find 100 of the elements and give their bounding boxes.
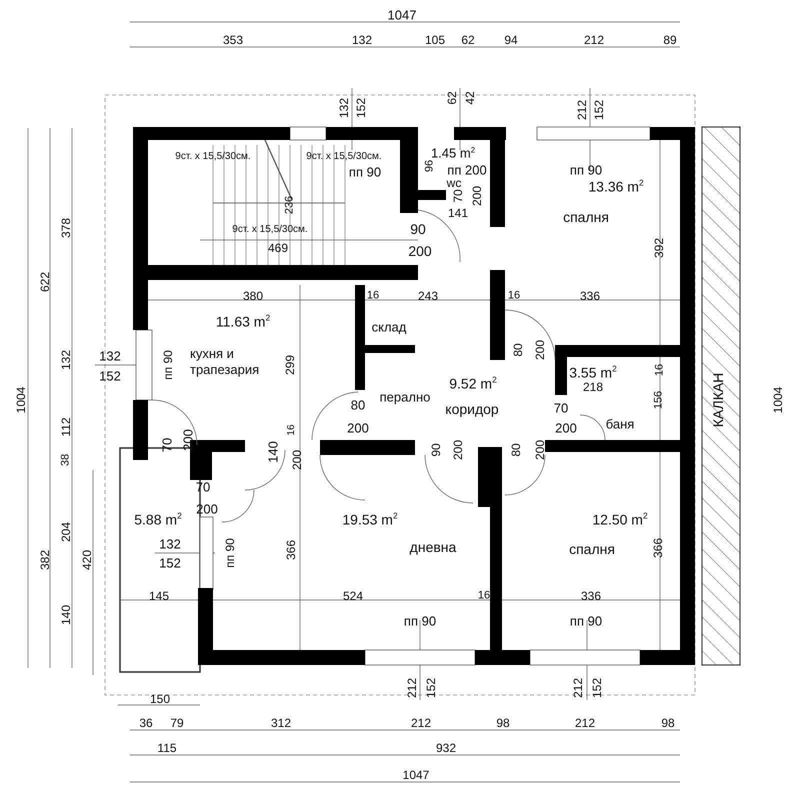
dimension-label: 79: [170, 717, 184, 729]
opening-label: 90: [430, 443, 442, 457]
dimension-label: 16: [287, 424, 297, 436]
stair-note: 9ст. х 15,5/30см.: [175, 152, 251, 162]
dimension-label: 98: [661, 717, 675, 729]
opening-label: пп 90: [224, 538, 236, 568]
dimension-label: 378: [60, 218, 72, 238]
opening-label: пп 200: [447, 164, 487, 176]
opening-label: 200: [555, 422, 577, 434]
dimension-label: 336: [580, 590, 602, 602]
dimension-label: 204: [60, 522, 72, 542]
dimension-label: 105: [424, 34, 446, 46]
area-label: 19.53 m$^{2}$: [342, 512, 398, 526]
opening-label: пп 90: [570, 614, 602, 628]
dimension-label: 243: [418, 290, 438, 302]
opening-label: 80: [510, 443, 522, 457]
room-name: кухня и трапезария: [190, 346, 260, 378]
opening-label: 70: [554, 402, 568, 414]
room-name: спалня: [569, 542, 615, 556]
dimension-label: 156: [654, 390, 664, 410]
room-name: склад: [372, 320, 406, 334]
opening-label: 42: [464, 91, 476, 105]
opening-label: 70: [160, 438, 174, 452]
dimension-label: 524: [342, 590, 364, 602]
dimension-label: 212: [410, 717, 432, 729]
stair-note: 9ст. х 15,5/30см.: [306, 152, 382, 162]
dimension-label: 38: [60, 454, 72, 466]
dimension-label: 140: [60, 604, 72, 626]
dimension-label: 1004: [772, 386, 784, 414]
opening-label: 212: [576, 100, 588, 120]
opening-label: 152: [355, 98, 367, 118]
opening-label: 212: [406, 678, 418, 698]
dimension-label: 353: [222, 34, 244, 46]
area-label: 1.45 m$^{2}$: [430, 146, 476, 160]
opening-label: 200: [452, 440, 464, 460]
dimension-label: 150: [150, 693, 170, 705]
opening-label: 90: [410, 222, 426, 236]
opening-label: 152: [593, 100, 605, 120]
opening-label: 200: [534, 340, 546, 360]
dimension-label: 299: [284, 354, 296, 376]
opening-label: 212: [572, 678, 584, 698]
dimension-label: 1047: [388, 8, 416, 22]
opening-label: 152: [159, 556, 181, 570]
opening-label: пп 90: [162, 350, 174, 380]
opening-label: 132: [338, 98, 350, 118]
wall-label: КАЛКАН: [711, 372, 725, 428]
opening-label: 200: [471, 186, 483, 206]
dimension-label: 366: [285, 540, 297, 560]
opening-label: 70: [452, 189, 464, 203]
dimension-label: 366: [652, 538, 664, 558]
dimension-label: 392: [653, 238, 665, 258]
opening-label: 132: [99, 350, 121, 362]
dimension-label: 16: [508, 290, 520, 302]
dimension-label: 312: [270, 717, 292, 729]
area-label: 12.50 m$^{2}$: [592, 512, 648, 526]
dimension-label: 420: [81, 550, 93, 570]
dimension-label: 141: [448, 207, 468, 219]
dimension-label: 62: [461, 34, 475, 46]
area-label: 3.55 m$^{2}$: [569, 364, 617, 380]
dimension-label: 622: [39, 272, 51, 292]
opening-label: 152: [425, 678, 437, 698]
area-label: 13.36 m$^{2}$: [588, 178, 644, 194]
dimension-label: 132: [60, 350, 72, 370]
dimension-label: 336: [580, 290, 600, 302]
dimension-label: 212: [574, 717, 596, 729]
dimension-label: 1047: [402, 769, 430, 781]
opening-label: 200: [291, 450, 303, 470]
dimension-label: 218: [582, 381, 604, 393]
area-label: 5.88 m$^{2}$: [134, 512, 182, 526]
dimension-label: 16: [478, 590, 490, 602]
dimension-label: 1004: [15, 386, 27, 414]
dimension-label: 145: [148, 590, 170, 602]
opening-label: пп 90: [348, 166, 382, 178]
area-label: 11.63 m$^{2}$: [216, 314, 270, 328]
dimension-label: 94: [504, 34, 518, 46]
opening-label: 200: [347, 422, 369, 434]
dimension-label: 932: [436, 742, 456, 754]
room-name: спалня: [563, 210, 609, 224]
dimension-label: 469: [268, 242, 288, 254]
dimension-label: 36: [139, 717, 153, 729]
room-name: wc: [446, 177, 462, 189]
stair-note: 9ст. х 15,5/30см.: [232, 225, 308, 235]
dimension-label: 132: [352, 34, 372, 46]
room-name: коридор: [445, 402, 499, 416]
dimension-label: 16: [654, 364, 666, 376]
room-name: баня: [606, 418, 634, 430]
dimension-label: 380: [242, 290, 264, 302]
dimension-label: 96: [424, 160, 436, 172]
room-name: перално: [380, 390, 430, 404]
dimension-label: 89: [663, 34, 677, 46]
dimension-label: 236: [284, 196, 296, 214]
dimension-label: 115: [157, 742, 177, 754]
dimension-label: 112: [60, 417, 72, 437]
opening-label: 152: [99, 370, 121, 382]
opening-label: 152: [591, 678, 603, 698]
room-name: дневна: [410, 540, 456, 554]
opening-label: 200: [534, 440, 546, 460]
opening-label: 62: [446, 91, 458, 105]
opening-label: 132: [159, 538, 181, 550]
dimension-label: 98: [496, 717, 510, 729]
